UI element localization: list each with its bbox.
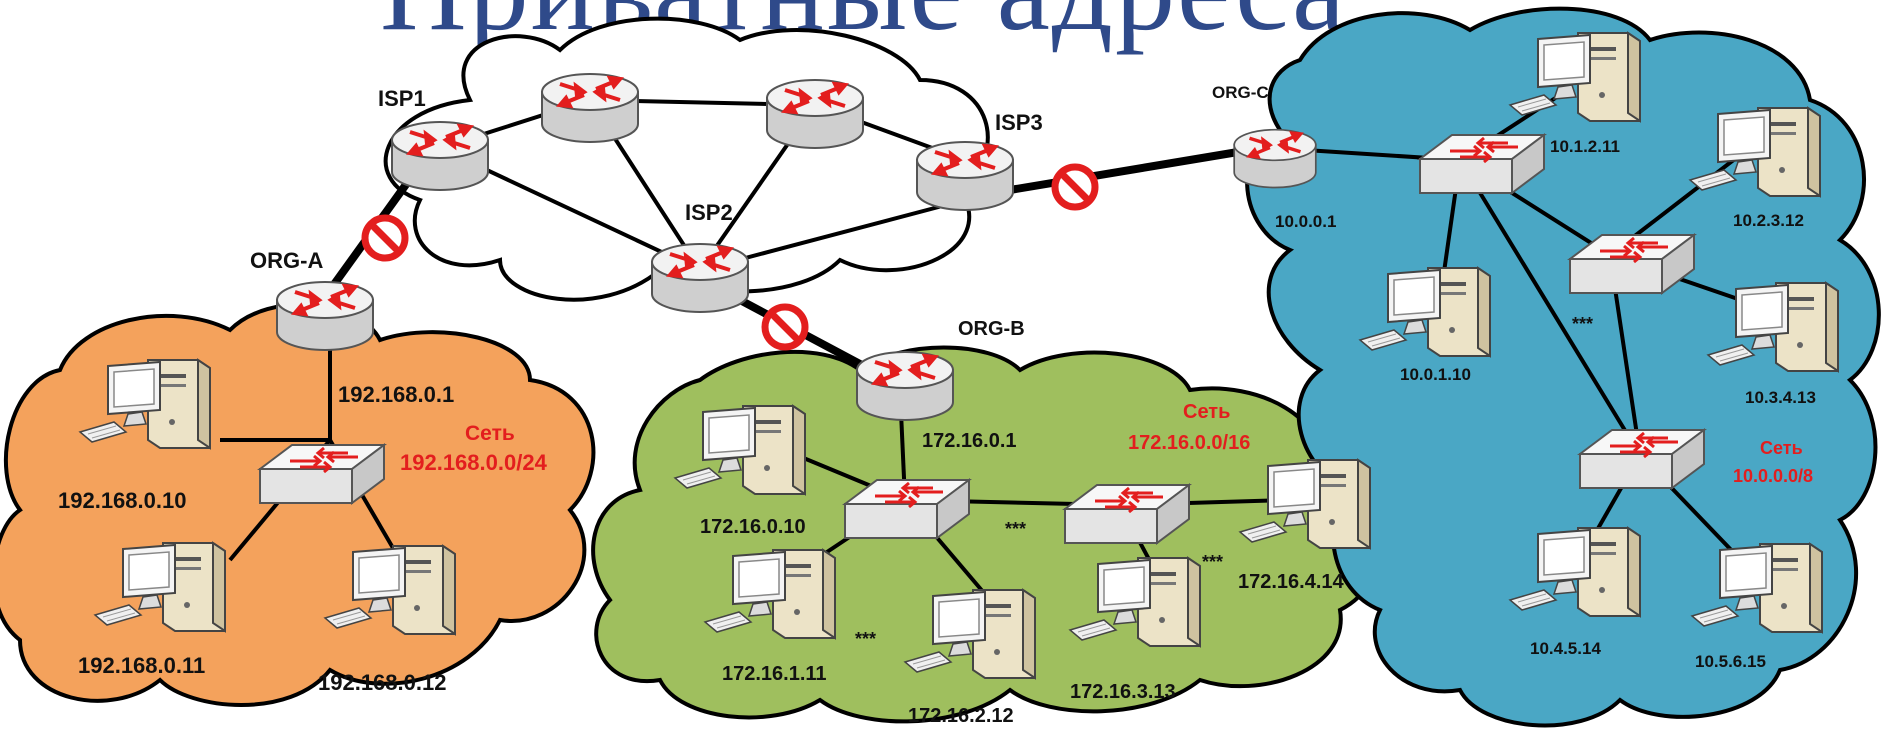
org-c-host-ip: 10.5.6.15 — [1695, 652, 1766, 671]
org-a-host-ip: 192.168.0.10 — [58, 488, 186, 513]
org-b-host-ip: 172.16.3.13 — [1070, 681, 1176, 703]
org-a-router-ip: 192.168.0.1 — [338, 382, 454, 407]
org-c-host-ip: 10.2.3.12 — [1733, 211, 1804, 230]
org-a-network: 192.168.0.0/24 — [400, 450, 548, 475]
isp-core-router-icon[interactable] — [540, 72, 640, 144]
org-c-host-ip: 10.1.2.11 — [1550, 137, 1620, 156]
isp3-label: ISP3 — [995, 110, 1043, 135]
org-c-ellipsis: *** — [1572, 314, 1593, 334]
org-a-router-icon[interactable] — [275, 280, 375, 352]
org-a-label: ORG-A — [250, 248, 323, 273]
org-c-host-ip: 10.3.4.13 — [1745, 388, 1816, 407]
org-b-network-word: Сеть — [1183, 401, 1230, 423]
org-b-ellipsis: *** — [855, 629, 876, 649]
isp-core-router-icon[interactable] — [765, 78, 865, 150]
blocked-sign-icon — [1055, 167, 1095, 207]
org-a-host-ip: 192.168.0.12 — [318, 670, 446, 695]
org-b-host-ip: 172.16.4.14 — [1238, 571, 1345, 593]
isp3-router-icon[interactable] — [915, 140, 1015, 212]
isp1-router-icon[interactable] — [390, 120, 490, 192]
org-c-network: 10.0.0.0/8 — [1733, 466, 1813, 486]
org-c-label: ORG-C — [1212, 83, 1269, 102]
org-b-network: 172.16.0.0/16 — [1128, 432, 1250, 454]
org-a-host-ip: 192.168.0.11 — [78, 653, 205, 678]
org-c-cloud — [1245, 6, 1881, 728]
org-b-ellipsis: *** — [1005, 519, 1026, 539]
org-c-network-word: Сеть — [1760, 438, 1803, 458]
blocked-sign-icon — [365, 218, 405, 258]
org-a-network-word: Сеть — [465, 422, 515, 445]
org-b-host-ip: 172.16.1.11 — [722, 663, 827, 685]
org-b-host-ip: 172.16.0.10 — [700, 516, 806, 538]
org-c-router-ip: 10.0.0.1 — [1275, 212, 1336, 231]
org-b-router-icon[interactable] — [855, 350, 955, 422]
isp2-router-icon[interactable] — [650, 242, 750, 314]
org-c-host-ip: 10.4.5.14 — [1530, 639, 1601, 658]
org-b-ellipsis: *** — [1202, 552, 1223, 572]
org-b-host-ip: 172.16.2.12 — [908, 705, 1014, 727]
isp1-label: ISP1 — [378, 86, 426, 111]
isp2-label: ISP2 — [685, 200, 733, 225]
org-b-router-ip: 172.16.0.1 — [922, 430, 1017, 452]
blocked-sign-icon — [765, 307, 805, 347]
org-c-host-ip: 10.0.1.10 — [1400, 365, 1471, 384]
org-b-label: ORG-B — [958, 318, 1025, 340]
org-c-router-icon[interactable] — [1232, 127, 1318, 190]
